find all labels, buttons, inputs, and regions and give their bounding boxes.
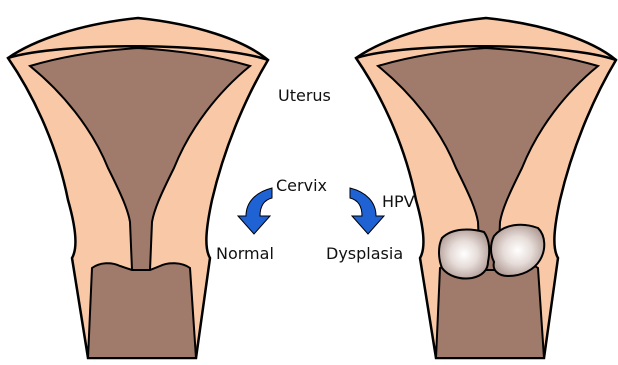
arrow-to-dysplasia [350, 188, 384, 234]
uterus-label: Uterus [278, 88, 331, 104]
normal-uterus [8, 18, 268, 358]
normal-cervical-canal [88, 263, 196, 358]
normal-label: Normal [216, 246, 274, 262]
arrow-to-normal-shaft [238, 188, 272, 234]
arrow-to-normal [238, 188, 272, 234]
dysplasia-lesion-left [439, 230, 489, 279]
dysplasia-cervical-canal [436, 263, 544, 358]
dysplasia-label: Dysplasia [326, 246, 403, 262]
dysplasia-uterus [356, 18, 616, 358]
arrow-to-dysplasia-shaft [350, 188, 384, 234]
cervix-label: Cervix [276, 178, 327, 194]
hpv-label: HPV [382, 194, 415, 210]
